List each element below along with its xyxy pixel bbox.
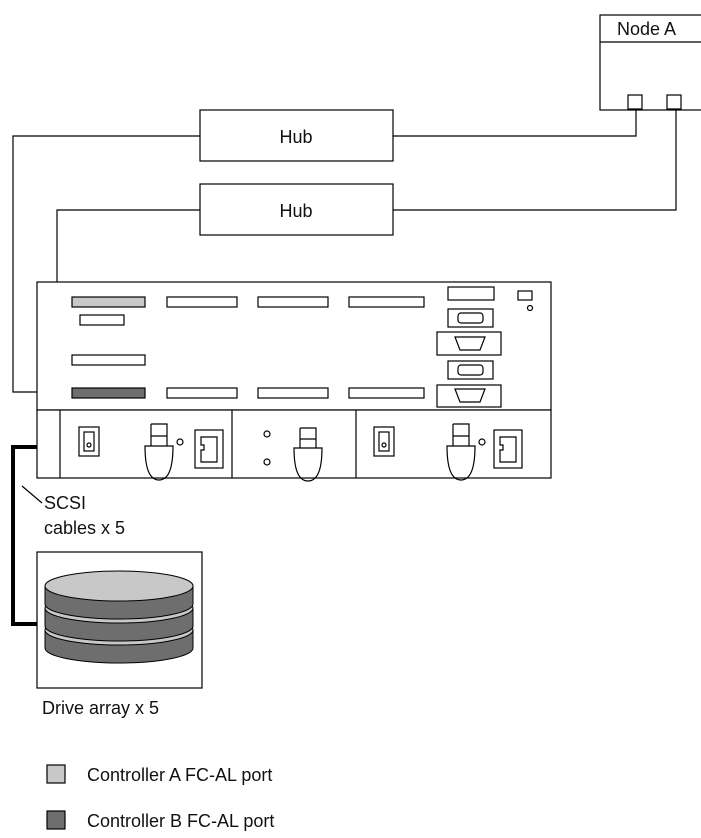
cable-clamp-icon — [144, 423, 174, 481]
power-switch-icon — [83, 431, 95, 452]
indicator-led — [263, 458, 271, 466]
hub-2: Hub — [199, 183, 394, 236]
legend-label-controller-b: Controller B FC-AL port — [87, 811, 274, 831]
node-a-box — [599, 14, 701, 111]
hub-1-box — [199, 109, 394, 162]
legend: Controller A FC-AL port Controller B FC-… — [46, 764, 274, 831]
cable-clamp-icon — [293, 427, 323, 482]
indicator-led — [176, 438, 184, 446]
slot-port — [348, 387, 425, 399]
indicator-led — [478, 438, 486, 446]
legend-label-controller-a: Controller A FC-AL port — [87, 765, 272, 785]
drive-array — [36, 551, 203, 689]
scsi-label-line2: cables x 5 — [44, 518, 125, 538]
power-inlet-icon — [499, 436, 517, 463]
scsi-label-leader — [21, 485, 43, 504]
db15-connector — [454, 336, 486, 351]
legend-swatch-controller-a — [46, 764, 66, 784]
slot-port — [348, 296, 425, 308]
drive-array-label: Drive array x 5 — [42, 698, 159, 718]
cable-hub2-node-port2 — [393, 109, 677, 211]
cable-hub1-node-port1 — [393, 109, 637, 137]
power-switch-icon — [381, 442, 387, 448]
slot-port — [166, 296, 238, 308]
slot-port — [166, 387, 238, 399]
video-port — [436, 331, 502, 356]
power-switch-icon — [378, 431, 390, 452]
legend-swatch-controller-b — [46, 810, 66, 830]
node-a-label: Node A — [617, 19, 676, 39]
video-port — [436, 384, 502, 408]
disk-platter — [44, 570, 194, 602]
cable-hub1-controller-b — [12, 135, 200, 393]
hub-2-label: Hub — [279, 201, 312, 221]
slot-port — [257, 387, 329, 399]
scsi-cable — [11, 445, 37, 626]
indicator-led — [517, 290, 533, 301]
node-a-port-2 — [666, 94, 682, 110]
slot-port — [71, 354, 146, 366]
hub-1: Hub — [199, 109, 394, 162]
power-switch-icon — [86, 442, 92, 448]
power-supply-tray — [36, 409, 552, 479]
indicator-led — [263, 430, 271, 438]
slot-port — [257, 296, 329, 308]
storage-enclosure — [36, 281, 552, 482]
db15-connector — [454, 388, 486, 403]
hub-1-label: Hub — [279, 127, 312, 147]
slot-port — [79, 314, 125, 326]
power-inlet-icon — [200, 436, 218, 463]
cable-clamp-icon — [446, 423, 476, 481]
indicator-led — [526, 304, 534, 312]
db9-connector — [457, 312, 484, 324]
node-a-port-1 — [627, 94, 643, 110]
db9-connector — [457, 364, 484, 376]
scsi-label-line1: SCSI — [44, 493, 86, 513]
connector-port — [447, 286, 495, 301]
controller-a-fcal-port — [71, 296, 146, 308]
node-a: Node A — [599, 14, 701, 111]
controller-b-fcal-port — [71, 387, 146, 399]
